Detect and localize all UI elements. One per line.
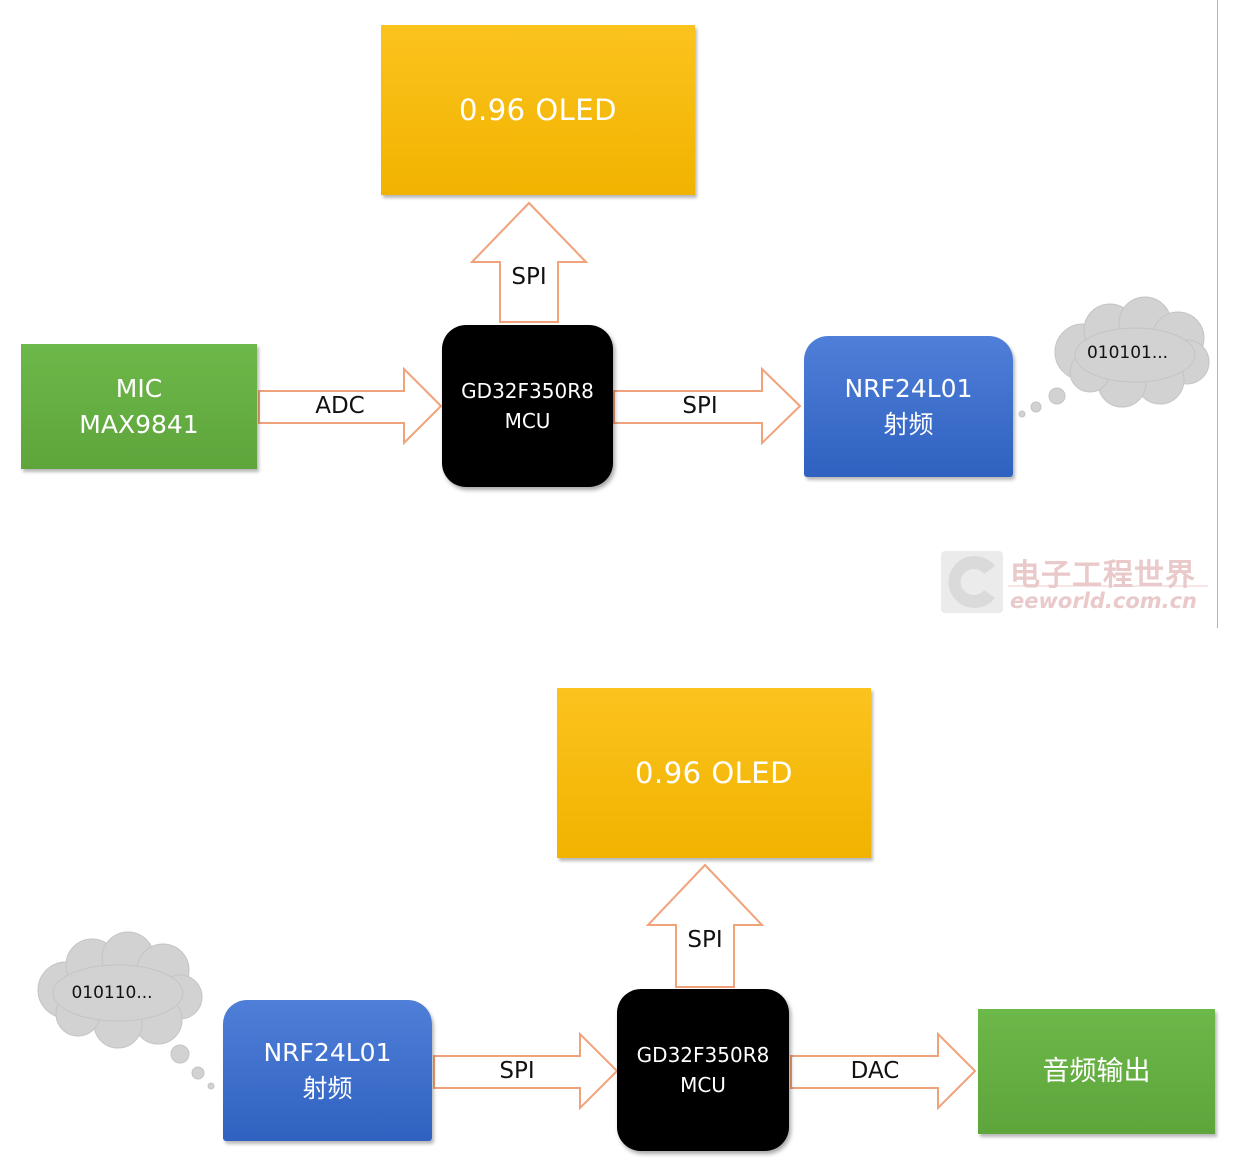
bottom-cloud-text: 010110... [71,983,153,1003]
top-mcu-box: GD32F350R8 MCU [442,325,613,487]
top-spi-up-arrow [469,201,589,323]
top-oled-box: 0.96 OLED [381,25,695,195]
top-mic-box: MIC MAX9841 [21,344,257,469]
top-nrf-line1: NRF24L01 [844,373,973,403]
top-mic-line2: MAX9841 [79,409,199,439]
watermark-cn: 电子工程世界 [1010,558,1196,593]
bottom-mcu-line1: GD32F350R8 [636,1043,770,1067]
bottom-mcu-box: GD32F350R8 MCU [617,989,789,1151]
bottom-dac-label: DAC [850,1058,900,1084]
top-nrf-line2: 射频 [883,409,934,439]
page-divider [1217,0,1218,628]
bottom-nrf-line2: 射频 [302,1073,353,1103]
top-cloud-text: 010101... [1086,343,1169,363]
top-spi-right-arrow [613,366,802,446]
bottom-oled-box: 0.96 OLED [557,688,871,858]
bottom-cloud [37,931,203,1049]
watermark-logo [941,551,1003,613]
bottom-nrf-line1: NRF24L01 [263,1037,392,1067]
bottom-output-box: 音频输出 [978,1009,1215,1134]
bottom-mcu-line2: MCU [680,1073,726,1097]
bottom-output-label: 音频输出 [1042,1055,1151,1087]
watermark-en: eeworld.com.cn [1010,589,1198,613]
bottom-nrf-box: NRF24L01 射频 [223,1000,432,1141]
bottom-spi-right-arrow [433,1031,619,1111]
top-cloud-dots [1018,387,1066,418]
bottom-dac-arrow [790,1031,977,1111]
top-nrf-box: NRF24L01 射频 [804,336,1013,477]
top-adc-arrow [258,366,443,446]
top-oled-label: 0.96 OLED [459,93,617,127]
top-mcu-line1: GD32F350R8 [461,379,594,403]
bottom-spi-right-label: SPI [499,1058,535,1084]
top-spi-up-label: SPI [511,264,547,290]
top-spi-right-label: SPI [682,393,718,419]
bottom-spi-up-arrow [645,863,765,988]
bottom-spi-up-label: SPI [687,927,723,953]
top-mcu-line2: MCU [504,409,551,433]
bottom-cloud-dots [170,1044,215,1090]
top-cloud [1054,296,1210,408]
bottom-oled-label: 0.96 OLED [635,756,793,790]
top-mic-line1: MIC [115,373,163,403]
top-adc-label: ADC [315,393,365,419]
